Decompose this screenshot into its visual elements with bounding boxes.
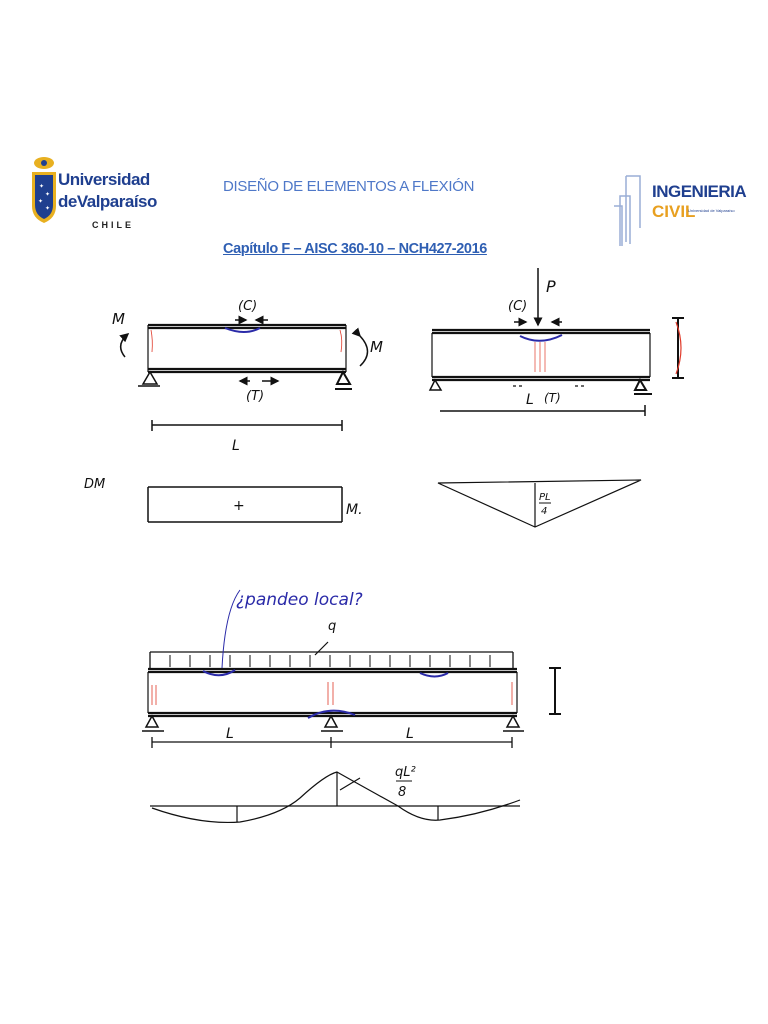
logo-text-line2: deValparaíso (58, 192, 157, 211)
svg-text:✦: ✦ (38, 198, 43, 205)
label-moment-num-3: qL² (395, 765, 416, 780)
label-moment-den-3: 8 (398, 785, 406, 800)
label-sign: + (233, 498, 245, 514)
svg-text:✦: ✦ (39, 183, 44, 190)
label-diagram-value: M. (346, 502, 363, 518)
logo-text-line3: CHILE (92, 220, 134, 230)
label-moment-den: 4 (541, 506, 547, 517)
label-moment-right: M (370, 338, 383, 356)
svg-text:✦: ✦ (45, 205, 50, 212)
shield-icon: ✦✦ ✦✦ (32, 157, 56, 223)
label-distributed-load: q (328, 619, 336, 634)
logo-tagline: Universidad de Valparaíso (688, 208, 735, 213)
label-compression: (C) (238, 299, 257, 314)
svg-text:✦: ✦ (45, 191, 50, 198)
beam-point-load (428, 268, 684, 528)
page-title: DISEÑO DE ELEMENTOS A FLEXIÓN (223, 178, 475, 195)
label-local-buckling-question: ¿pandeo local? (236, 590, 363, 610)
continuous-beam-uniform-load (142, 589, 561, 824)
logo-civil: CIVIL (652, 202, 696, 221)
label-span-right: L (406, 726, 414, 742)
label-span: L (232, 438, 240, 454)
label-span-left: L (226, 726, 234, 742)
label-tension: (T) (246, 389, 264, 404)
building-lines-icon (614, 175, 641, 246)
label-diagram: DM (84, 477, 105, 492)
label-point-load: P (546, 277, 556, 296)
logo-ingenieria: INGENIERIA (652, 182, 747, 201)
label-moment-left: M (112, 310, 125, 328)
beam-pure-moment (119, 315, 369, 523)
ingenieria-civil-logo: INGENIERIA CIVIL Universidad de Valparaí… (610, 166, 747, 248)
universidad-valparaiso-logo: ✦✦ ✦✦ Universidad deValparaíso CHILE (30, 156, 157, 236)
page-subtitle: Capítulo F – AISC 360-10 – NCH427-2016 (223, 241, 487, 257)
label-span-2: L (526, 392, 534, 408)
logo-text-line1: Universidad (58, 170, 150, 189)
label-moment-num: PL (539, 492, 551, 503)
label-tension-2: (T) (544, 391, 561, 405)
label-compression-2: (C) (508, 299, 527, 314)
